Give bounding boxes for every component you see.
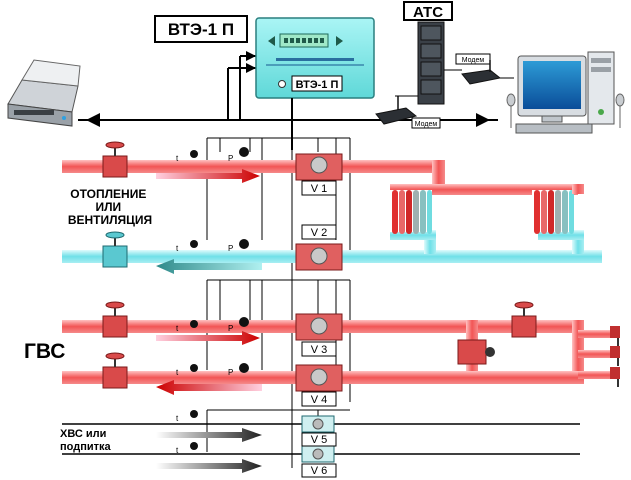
- circulation-pump-icon: [457, 339, 495, 365]
- flow-meter-4-icon: [295, 364, 343, 392]
- flow-meter-2-icon: [295, 243, 343, 271]
- flow-meter-5-icon: [301, 415, 335, 433]
- printer-icon: [7, 59, 81, 127]
- device-panel-label: ВТЭ-1 П: [296, 79, 339, 91]
- display-segments: [284, 38, 324, 43]
- radiator-1-icon: [390, 190, 432, 234]
- meter-label-1: V 1: [311, 183, 328, 195]
- valve-hot-supply-icon: [102, 301, 128, 338]
- meter-label-6: V 6: [311, 465, 328, 477]
- computer-icon: [506, 51, 625, 134]
- device-title-box: ВТЭ-1 П: [154, 15, 248, 43]
- tap-icons: [610, 326, 620, 387]
- valve-heating-supply-icon: [102, 141, 128, 178]
- flow-meter-1-icon: [295, 153, 343, 181]
- meter-label-5: V 5: [311, 434, 328, 446]
- flow-meter-3-icon: [295, 313, 343, 341]
- exchange-title: АТС: [413, 4, 443, 21]
- sensor-p-3: P: [228, 324, 233, 333]
- sensor-t-4: t: [176, 368, 179, 377]
- pressure-sensors: [239, 147, 249, 373]
- section-hot-water-label: ГВС: [24, 340, 65, 363]
- sensor-t-2: t: [176, 244, 179, 253]
- server-rack-icon: [417, 21, 445, 105]
- valve-heating-return-icon: [102, 231, 128, 268]
- section-cold-water-label: ХВС или подпитка: [60, 428, 111, 453]
- left-modem-label: Модем: [415, 121, 438, 128]
- right-modem-label: Модем: [462, 57, 485, 64]
- right-arrow-icon: [336, 36, 343, 46]
- sensor-t-5: t: [176, 414, 179, 423]
- meter-label-4: V 4: [311, 394, 328, 406]
- power-icon: [278, 80, 286, 88]
- heating-supply-pipe: [62, 160, 578, 195]
- left-arrow-icon: [268, 36, 275, 46]
- valve-hot-return-icon: [102, 352, 128, 389]
- valve-hot-branch-icon: [511, 301, 537, 338]
- sensor-t-3: t: [176, 324, 179, 333]
- sensor-t-1: t: [176, 154, 179, 163]
- sensor-p-4: P: [228, 368, 233, 377]
- device-title: ВТЭ-1 П: [168, 20, 234, 39]
- meter-tags: V 1 V 2 V 3 V 4 V 5 V 6: [301, 180, 337, 478]
- right-modem: Модем: [455, 53, 514, 85]
- meter-label-3: V 3: [311, 344, 328, 356]
- flow-meter-6-icon: [301, 445, 335, 463]
- exchange: АТС: [403, 1, 462, 105]
- heat-calculator-device: ВТЭ-1 П: [255, 17, 375, 99]
- temperature-sensors: [190, 150, 198, 450]
- meter-label-2: V 2: [311, 227, 328, 239]
- flow-meters: [295, 153, 343, 463]
- sensor-p-1: P: [228, 154, 233, 163]
- flow-direction-arrows: [156, 169, 262, 473]
- radiator-2-icon: [532, 190, 574, 234]
- sensor-p-2: P: [228, 244, 233, 253]
- section-heating-label: ОТОПЛЕНИЕ ИЛИ ВЕНТИЛЯЦИЯ: [68, 187, 152, 227]
- sensor-t-6: t: [176, 446, 179, 455]
- sensor-letters: t t t t t t P P P P: [176, 154, 233, 455]
